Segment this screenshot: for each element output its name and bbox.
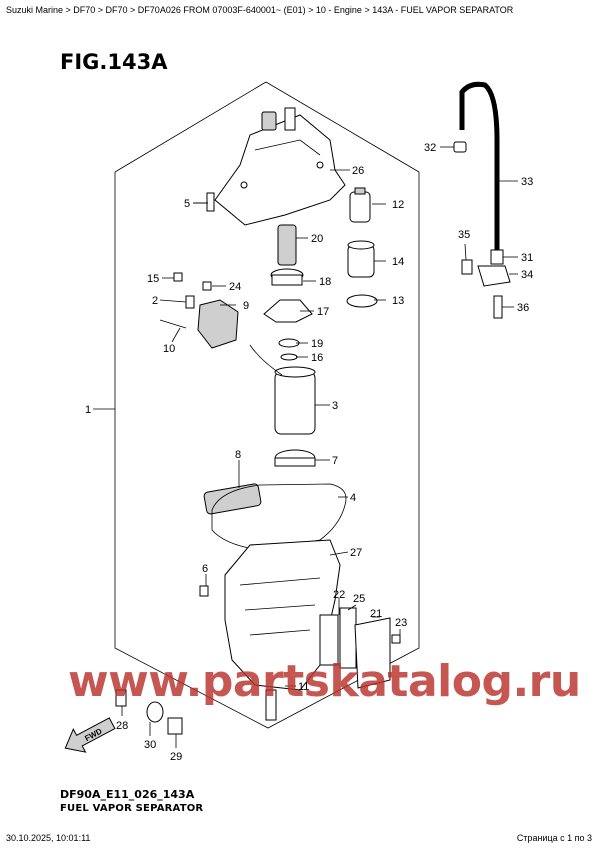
- part-35: [461, 259, 473, 275]
- callout-4: 4: [350, 492, 356, 504]
- part-29: [167, 717, 183, 735]
- breadcrumb: Suzuki Marine > DF70 > DF70 > DF70A026 F…: [6, 5, 514, 15]
- callout-3: 3: [332, 400, 338, 412]
- part-16: [280, 353, 298, 361]
- callout-27: 27: [350, 547, 362, 559]
- part-22: [319, 614, 339, 666]
- callout-26: 26: [352, 165, 364, 177]
- callout-22: 22: [333, 589, 345, 601]
- figure-title: FIG.143A: [60, 50, 168, 74]
- callout-34: 34: [521, 269, 533, 281]
- callout-14: 14: [392, 256, 404, 268]
- callout-1: 1: [85, 404, 91, 416]
- part-gasket-4: [211, 483, 347, 551]
- part-32: [453, 141, 467, 153]
- watermark: www.partskatalog.ru: [68, 656, 581, 707]
- callout-numbers: 1 2 3 4 5 6 7 8 9 10 11 12 13 14 15 16 1…: [85, 142, 533, 763]
- callout-12: 12: [392, 199, 404, 211]
- part-24: [202, 281, 212, 291]
- callout-24: 24: [229, 281, 241, 293]
- part-top-cover: [214, 107, 346, 226]
- part-17: [263, 299, 313, 323]
- part-13: [346, 294, 378, 308]
- callout-5: 5: [184, 198, 190, 210]
- part-30: [146, 701, 164, 723]
- part-28: [115, 689, 127, 707]
- callout-35: 35: [458, 229, 470, 241]
- part-21: [354, 617, 391, 689]
- callout-18: 18: [319, 276, 331, 288]
- callout-29: 29: [170, 751, 182, 763]
- callout-31: 31: [521, 252, 533, 264]
- part-36: [493, 295, 503, 319]
- callout-32: 32: [424, 142, 436, 154]
- part-bolt-5: [193, 192, 215, 212]
- part-8: [203, 483, 262, 515]
- callout-25: 25: [353, 593, 365, 605]
- callout-16: 16: [311, 352, 323, 364]
- callout-7: 7: [332, 455, 338, 467]
- part-9: [197, 299, 239, 349]
- callout-36: 36: [517, 302, 529, 314]
- footer-page: Страница с 1 по 3: [516, 833, 592, 843]
- part-2: [185, 295, 195, 309]
- callout-11: 11: [298, 681, 309, 693]
- leader-lines: [93, 146, 518, 748]
- figure-code: DF90A_E11_026_143A: [60, 788, 195, 801]
- assembly-bracket: [114, 81, 420, 729]
- callout-9: 9: [243, 300, 249, 312]
- callout-33: 33: [521, 176, 533, 188]
- part-18: [270, 268, 304, 286]
- callout-13: 13: [392, 295, 404, 307]
- part-23: [391, 634, 401, 644]
- callout-15: 15: [147, 273, 159, 285]
- callout-28: 28: [116, 720, 128, 732]
- part-31: [490, 249, 504, 265]
- part-12: [349, 187, 371, 223]
- part-7: [274, 449, 316, 467]
- part-10: [159, 319, 187, 329]
- figure-name: FUEL VAPOR SEPARATOR: [60, 803, 204, 814]
- fwd-arrow: FWD: [64, 717, 116, 753]
- part-14: [347, 240, 375, 278]
- part-pump-3: [249, 344, 316, 435]
- part-hose-33: [459, 81, 500, 250]
- callout-21: 21: [370, 608, 382, 620]
- callout-23: 23: [395, 617, 407, 629]
- part-34: [477, 265, 511, 287]
- callout-17: 17: [317, 306, 329, 318]
- callout-10: 10: [163, 343, 175, 355]
- callout-8: 8: [235, 449, 241, 461]
- footer-timestamp: 30.10.2025, 10:01:11: [6, 833, 91, 843]
- part-15: [173, 272, 183, 282]
- callout-2: 2: [152, 295, 158, 307]
- callout-20: 20: [311, 233, 323, 245]
- callout-6: 6: [202, 563, 208, 575]
- part-filter-20: [277, 224, 297, 266]
- callout-19: 19: [311, 338, 323, 350]
- callout-30: 30: [144, 739, 156, 751]
- part-bolt-6: [199, 585, 209, 597]
- part-11: [265, 689, 277, 721]
